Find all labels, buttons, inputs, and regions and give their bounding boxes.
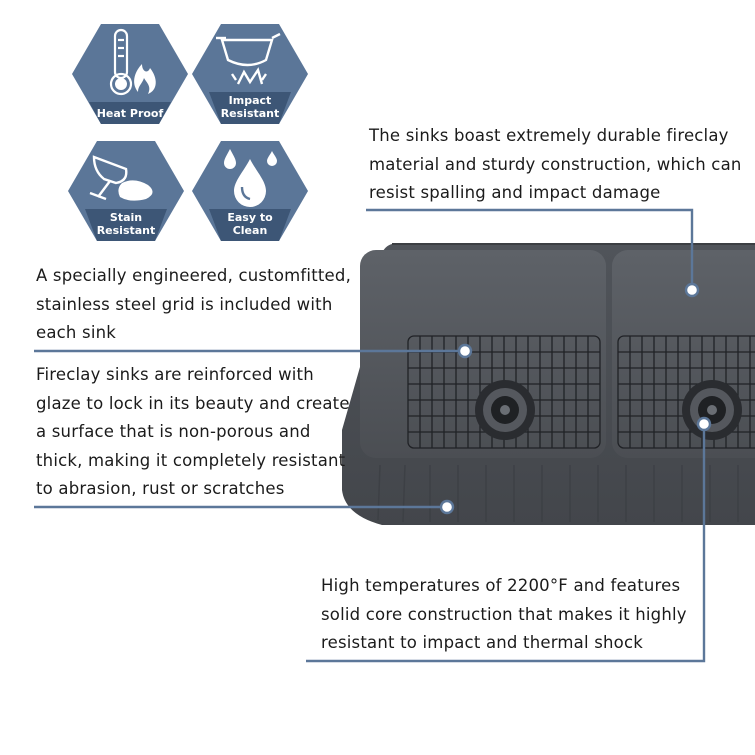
left-drain bbox=[475, 380, 535, 440]
callout-line: High temperatures of 2200°F and features bbox=[321, 576, 681, 595]
callout-line: A specially engineered, customfitted, bbox=[36, 266, 352, 285]
leader-line-temperature bbox=[306, 430, 706, 663]
callout-durable-fireclay: The sinks boast extremely durable firecl… bbox=[369, 122, 742, 208]
callout-line: to abrasion, rust or scratches bbox=[36, 479, 285, 498]
callout-line: Fireclay sinks are reinforced with bbox=[36, 365, 314, 384]
callout-marker-glaze bbox=[439, 499, 455, 515]
heat-proof-badge: Heat Proof bbox=[72, 24, 188, 124]
callout-line: thick, making it completely resistant bbox=[36, 450, 346, 470]
badge-label-line1: Easy to bbox=[227, 211, 273, 224]
badge-label-line2: Clean bbox=[232, 224, 268, 237]
falling-pot-impact-icon bbox=[216, 32, 281, 85]
right-drain bbox=[682, 380, 742, 440]
callout-marker-durable bbox=[684, 282, 700, 298]
badge-label: Heat Proof bbox=[96, 107, 164, 120]
badge-label-line1: Stain bbox=[109, 211, 143, 224]
impact-resistant-badge: Impact Resistant bbox=[192, 24, 308, 124]
callout-line: The sinks boast extremely durable firecl… bbox=[369, 126, 729, 145]
callout-line: glaze to lock in its beauty and create bbox=[36, 393, 350, 413]
badge-label-line1: Impact bbox=[228, 94, 272, 107]
thermometer-flame-icon bbox=[109, 28, 156, 96]
left-basin bbox=[360, 250, 606, 458]
callout-marker-temperature bbox=[696, 416, 712, 432]
callout-high-temperature: High temperatures of 2200°F and features… bbox=[321, 572, 687, 658]
callout-line: solid core construction that makes it hi… bbox=[321, 604, 687, 624]
callout-line: stainless steel grid is included with bbox=[36, 294, 333, 314]
callout-line: material and sturdy construction, which … bbox=[369, 154, 742, 174]
callout-line: a surface that is non-porous and bbox=[36, 422, 311, 441]
left-steel-grid bbox=[407, 335, 601, 449]
easy-to-clean-badge: Easy to Clean bbox=[192, 141, 308, 241]
badge-label-line2: Resistant bbox=[96, 224, 156, 237]
badge-label-line2: Resistant bbox=[220, 107, 280, 120]
stain-resistant-badge: Stain Resistant bbox=[68, 141, 184, 241]
callout-marker-grid bbox=[457, 343, 473, 359]
callout-line: resist spalling and impact damage bbox=[369, 183, 661, 202]
callout-line: resistant to impact and thermal shock bbox=[321, 633, 643, 652]
callout-steel-grid: A specially engineered, customfitted, st… bbox=[36, 262, 351, 348]
callout-glaze: Fireclay sinks are reinforced with glaze… bbox=[36, 361, 350, 504]
wine-glass-spill-icon bbox=[89, 155, 153, 201]
callout-line: each sink bbox=[36, 323, 117, 342]
water-drops-icon bbox=[224, 149, 277, 207]
leader-line-durable bbox=[366, 208, 694, 284]
